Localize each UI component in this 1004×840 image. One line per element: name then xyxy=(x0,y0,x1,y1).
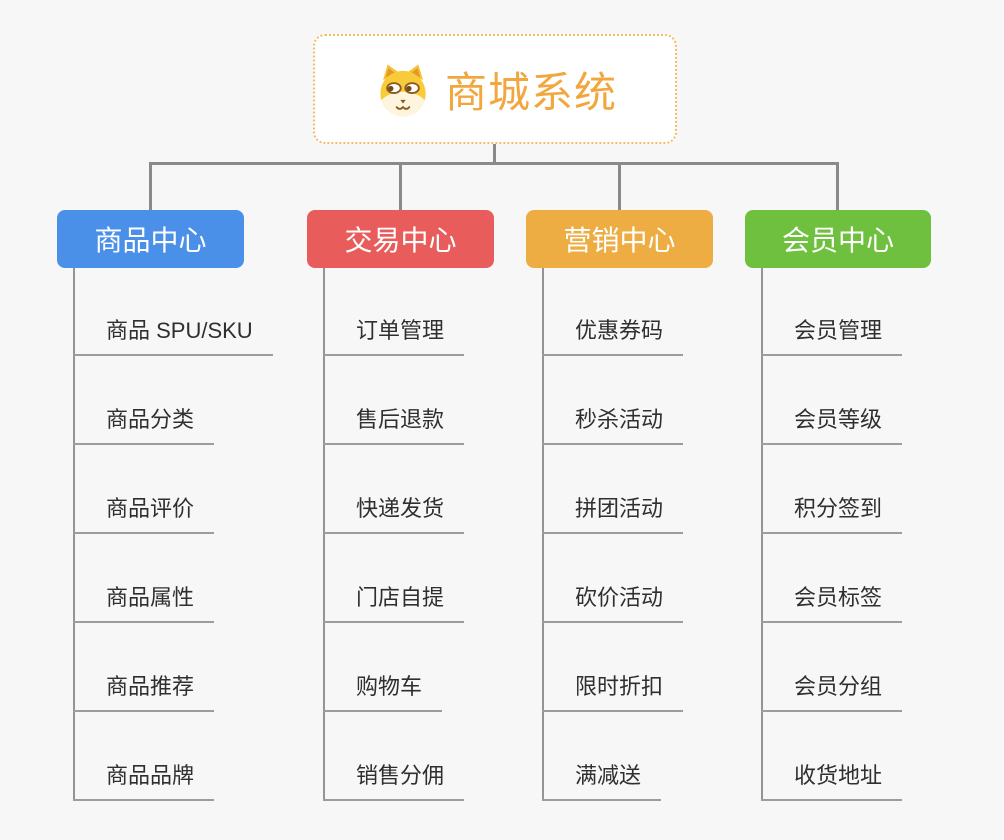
branch-label: 会员中心 xyxy=(781,225,894,256)
child-node[interactable]: 秒杀活动 xyxy=(542,405,684,445)
child-node[interactable]: 购物车 xyxy=(323,672,443,712)
child-node[interactable]: 满减送 xyxy=(542,761,662,801)
dog-icon xyxy=(380,64,426,117)
child-node[interactable]: 会员标签 xyxy=(761,583,903,623)
branch-node-trade[interactable]: 交易中心 xyxy=(307,210,494,268)
branch-column-line xyxy=(542,268,544,801)
child-node[interactable]: 会员分组 xyxy=(761,672,903,712)
connector-stem xyxy=(493,144,496,163)
branch-column-line xyxy=(761,268,763,801)
child-node[interactable]: 限时折扣 xyxy=(542,672,684,712)
child-node[interactable]: 商品评价 xyxy=(73,494,215,534)
child-node[interactable]: 售后退款 xyxy=(323,405,465,445)
connector-hbar xyxy=(149,162,839,165)
child-node[interactable]: 收货地址 xyxy=(761,761,903,801)
connector-drop-1 xyxy=(149,162,152,210)
child-node[interactable]: 商品属性 xyxy=(73,583,215,623)
branch-label: 商品中心 xyxy=(94,225,207,256)
child-node[interactable]: 商品分类 xyxy=(73,405,215,445)
branch-column-line xyxy=(323,268,325,801)
child-node[interactable]: 快递发货 xyxy=(323,494,465,534)
branch-node-marketing[interactable]: 营销中心 xyxy=(526,210,713,268)
connector-drop-2 xyxy=(399,162,402,210)
child-node[interactable]: 会员等级 xyxy=(761,405,903,445)
branch-label: 营销中心 xyxy=(563,225,676,256)
connector-drop-3 xyxy=(618,162,621,210)
branch-node-products[interactable]: 商品中心 xyxy=(57,210,244,268)
child-node[interactable]: 优惠券码 xyxy=(542,316,684,356)
connector-drop-4 xyxy=(836,162,839,210)
child-node[interactable]: 商品推荐 xyxy=(73,672,215,712)
child-node[interactable]: 订单管理 xyxy=(323,316,465,356)
child-node[interactable]: 销售分佣 xyxy=(323,761,465,801)
child-node[interactable]: 门店自提 xyxy=(323,583,465,623)
branch-column-line xyxy=(73,268,75,801)
root-node[interactable]: 商城系统 xyxy=(313,34,677,144)
child-node[interactable]: 商品 SPU/SKU xyxy=(73,316,273,356)
child-node[interactable]: 拼团活动 xyxy=(542,494,684,534)
child-node[interactable]: 砍价活动 xyxy=(542,583,684,623)
branch-label: 交易中心 xyxy=(344,225,457,256)
child-node[interactable]: 会员管理 xyxy=(761,316,903,356)
root-title: 商城系统 xyxy=(444,68,617,116)
child-node[interactable]: 积分签到 xyxy=(761,494,903,534)
branch-node-members[interactable]: 会员中心 xyxy=(745,210,931,268)
child-node[interactable]: 商品品牌 xyxy=(73,761,215,801)
